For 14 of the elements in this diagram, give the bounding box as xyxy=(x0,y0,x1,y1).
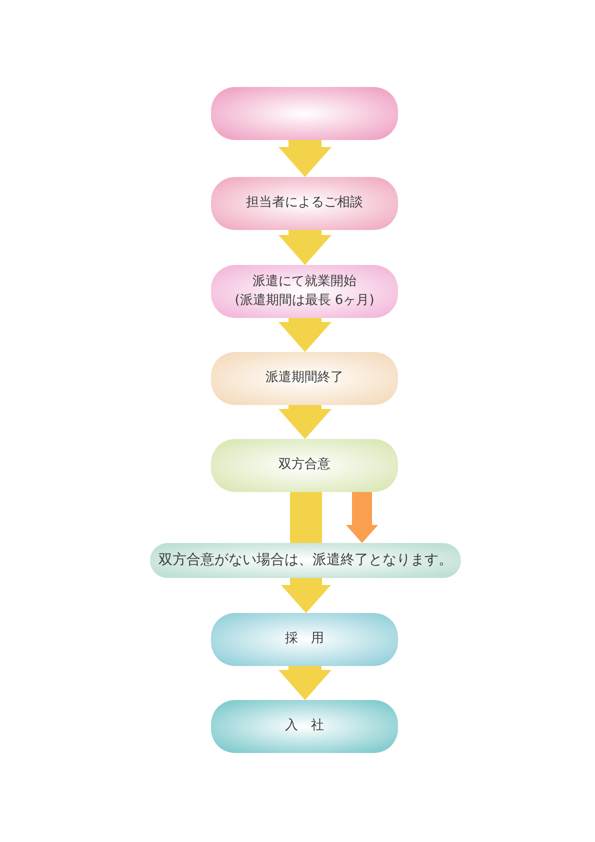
block-arrow xyxy=(346,492,378,543)
block-arrow xyxy=(278,230,332,265)
process-box xyxy=(211,87,398,140)
block-arrow xyxy=(278,666,332,700)
process-box: 派遣にて就業開始 (派遣期間は最長 6ヶ月) xyxy=(211,265,398,318)
process-box: 入 社 xyxy=(211,700,398,753)
process-box: 双方合意 xyxy=(211,439,398,492)
process-box: 採 用 xyxy=(211,613,398,666)
note-box: 双方合意がない場合は、派遣終了となります。 xyxy=(150,543,461,578)
block-arrow xyxy=(278,318,332,352)
process-box: 派遣期間終了 xyxy=(211,352,398,405)
block-arrow xyxy=(278,140,332,177)
block-arrow xyxy=(278,405,332,439)
process-box: 担当者によるご相談 xyxy=(211,177,398,230)
